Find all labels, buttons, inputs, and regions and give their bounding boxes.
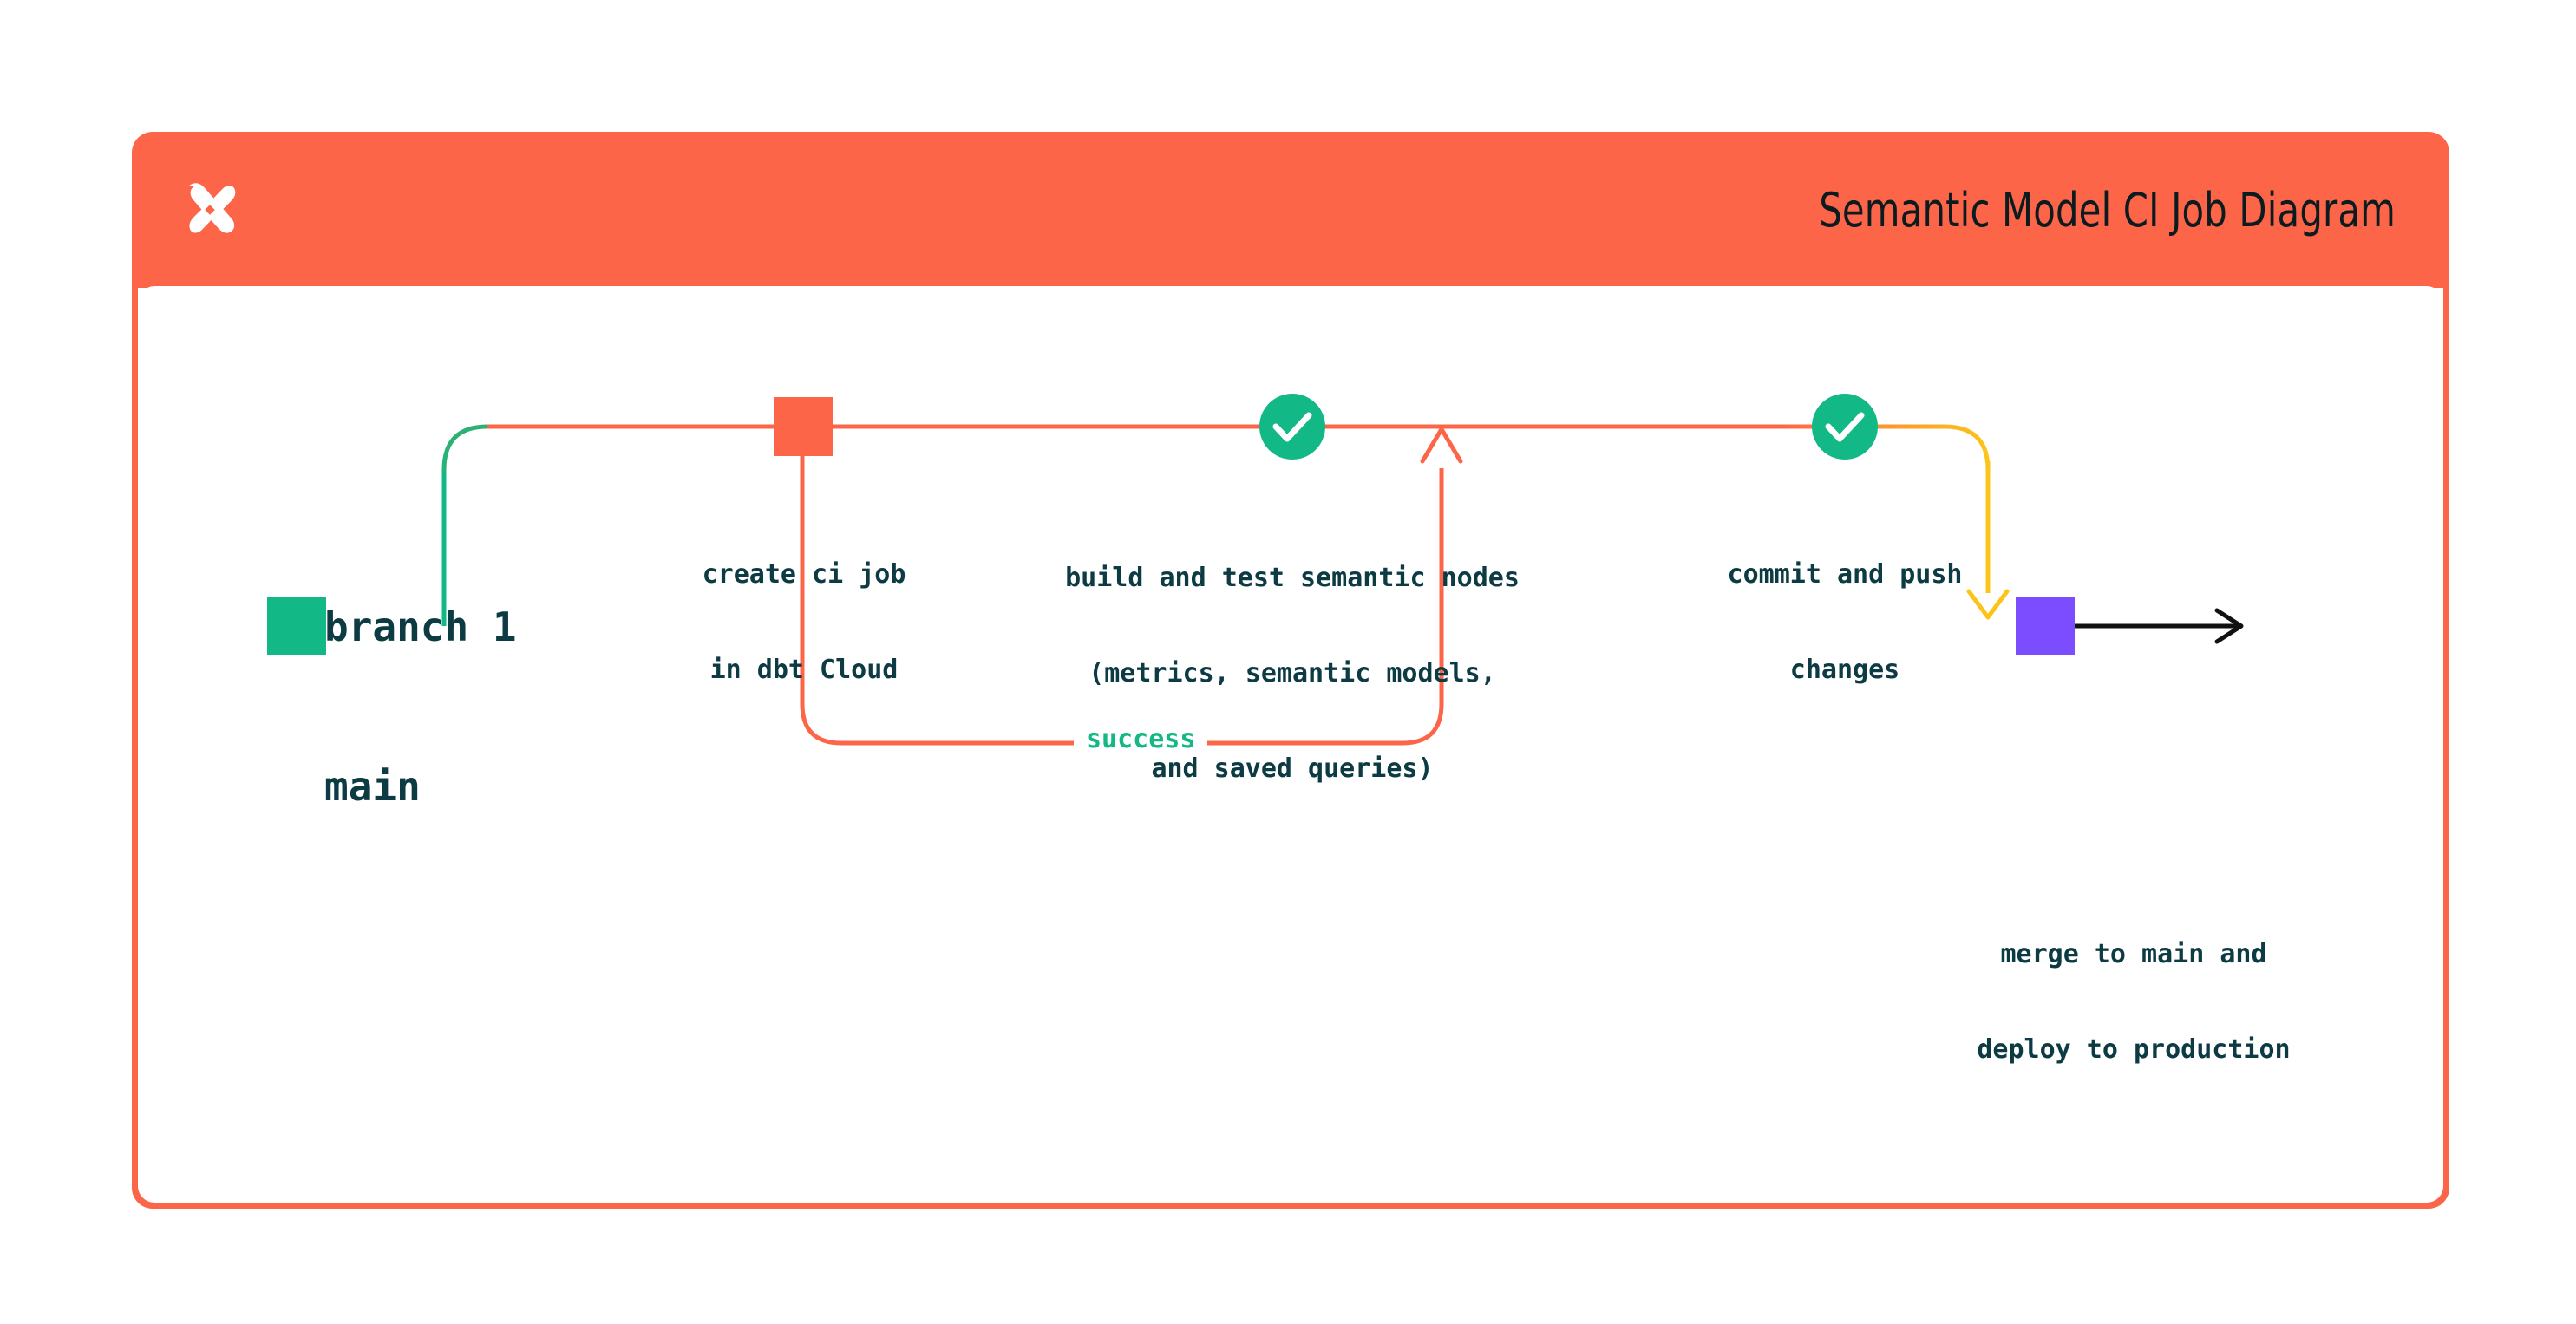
page-title: Semantic Model CI Job Diagram	[1819, 182, 2396, 238]
diagram-card: Semantic Model CI Job Diagram	[132, 132, 2449, 1209]
dbt-x-logo-icon	[168, 168, 252, 251]
card-body	[135, 288, 2446, 1205]
card-header: Semantic Model CI Job Diagram	[132, 132, 2449, 288]
